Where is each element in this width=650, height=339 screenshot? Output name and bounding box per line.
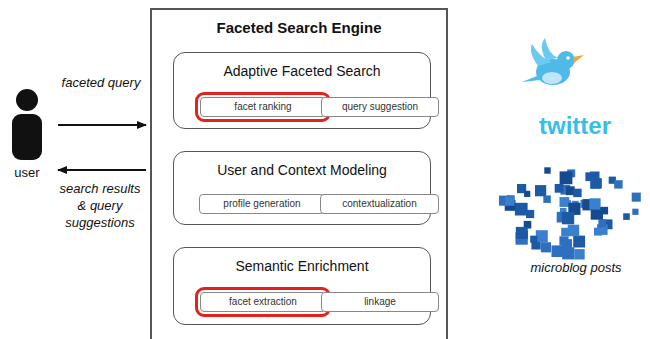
flow-arrow <box>58 124 146 126</box>
module-box: Adaptive Faceted Searchfacet rankingquer… <box>173 52 431 129</box>
module-box: Semantic Enrichmentfacet extractionlinka… <box>173 247 431 325</box>
person-icon <box>2 86 52 162</box>
arrow-label: faceted query <box>58 74 144 91</box>
function-label: profile generation <box>200 195 324 213</box>
twitter-bird <box>522 38 584 85</box>
function-label: facet extraction <box>201 293 325 311</box>
microblog-caption: microblog posts <box>505 260 647 275</box>
engine-box: Faceted Search EngineAdaptive Faceted Se… <box>150 8 448 339</box>
function-box: contextualization <box>320 194 439 214</box>
arrow-label: search results & query suggestions <box>54 180 146 231</box>
module-box: User and Context Modeling profile generat… <box>173 151 431 225</box>
flow-arrow <box>58 169 146 171</box>
function-box: facet ranking <box>200 97 326 117</box>
module-title: User and Context Modeling <box>174 162 430 178</box>
function-box: facet extraction <box>200 292 326 312</box>
function-label: query suggestion <box>322 98 438 116</box>
function-label: facet ranking <box>201 98 325 116</box>
function-box: query suggestion <box>321 97 439 117</box>
user-actor: user <box>2 86 52 184</box>
engine-title: Faceted Search Engine <box>152 19 446 36</box>
microblog-pixels <box>499 167 641 259</box>
function-label: linkage <box>322 293 438 311</box>
actor-label: user <box>2 165 52 180</box>
module-title: Adaptive Faceted Search <box>174 63 430 79</box>
twitter-wordmark: twitter <box>505 112 645 140</box>
function-box: profile generation <box>199 194 325 214</box>
function-label: contextualization <box>321 195 438 213</box>
module-title: Semantic Enrichment <box>174 258 430 274</box>
function-box: linkage <box>321 292 439 312</box>
